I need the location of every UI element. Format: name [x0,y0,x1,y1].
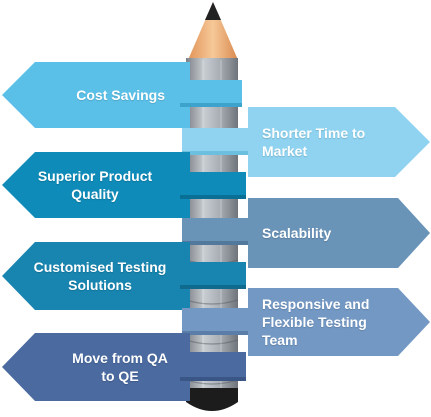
banner-responsive-team [182,288,430,356]
label-customised-solutions: Customised Testing Solutions [33,259,167,293]
banner-cost-savings [2,62,242,128]
pencil-lead-tip [205,2,221,20]
banner-superior-quality [2,152,246,218]
banner-customised-solutions [2,242,246,310]
pencil-body [185,2,239,411]
label-superior-quality: Superior Product Quality [37,168,153,202]
label-scalability: Scalability [262,225,332,241]
banner-shorter-time [182,107,430,177]
label-qa-to-qe: Move from QA to QE [72,350,168,384]
label-responsive-team: Responsive and Flexible Testing Team [262,296,370,348]
banner-scalability [182,198,430,268]
banner-qa-to-qe [2,333,246,401]
label-shorter-time: Shorter Time to Market [262,125,366,159]
label-cost-savings: Cost Savings [76,87,165,103]
pencil-wood-tip [188,2,238,60]
pencil-eraser [186,388,238,411]
